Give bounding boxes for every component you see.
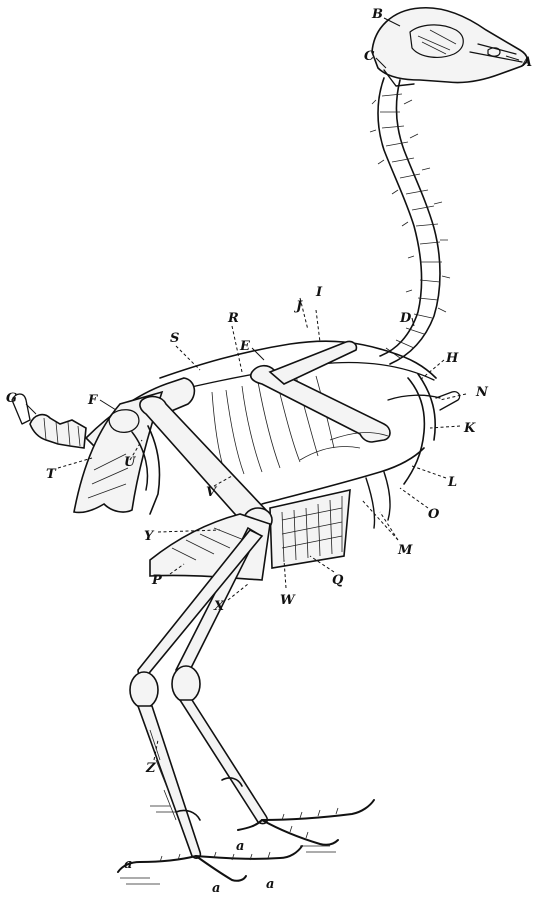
label-A: A <box>520 55 532 70</box>
label-F: F <box>87 393 98 408</box>
label-H: H <box>445 351 459 366</box>
label-Z: Z <box>145 761 156 776</box>
label-P: P <box>151 573 163 588</box>
label-M: M <box>397 543 413 558</box>
skull <box>372 8 527 86</box>
label-K: K <box>463 421 476 436</box>
label-C: C <box>364 49 375 64</box>
label-Q: Q <box>332 573 344 588</box>
label-T: T <box>46 467 57 482</box>
label-S: S <box>170 331 179 346</box>
label-G: G <box>6 391 17 406</box>
label-a-1: a <box>236 839 244 854</box>
label-B: B <box>371 7 383 22</box>
label-L: L <box>447 475 457 490</box>
label-a-3: a <box>212 881 220 896</box>
label-O: O <box>428 507 440 522</box>
label-a-4: a <box>266 877 274 892</box>
label-E: E <box>239 339 251 354</box>
label-a-2: a <box>124 857 132 872</box>
label-I: I <box>315 285 323 300</box>
label-X: X <box>213 599 225 614</box>
label-R: R <box>227 311 239 326</box>
label-W: W <box>280 593 296 608</box>
label-Y: Y <box>144 529 155 544</box>
label-N: N <box>475 385 489 400</box>
label-J: J <box>293 299 303 314</box>
legs <box>118 397 374 884</box>
labels: A B C D E F G H I J K L M N O P Q R S T … <box>6 7 532 896</box>
tail-vertebrae <box>12 394 86 448</box>
label-D: D <box>399 311 412 326</box>
label-U: U <box>124 455 136 470</box>
